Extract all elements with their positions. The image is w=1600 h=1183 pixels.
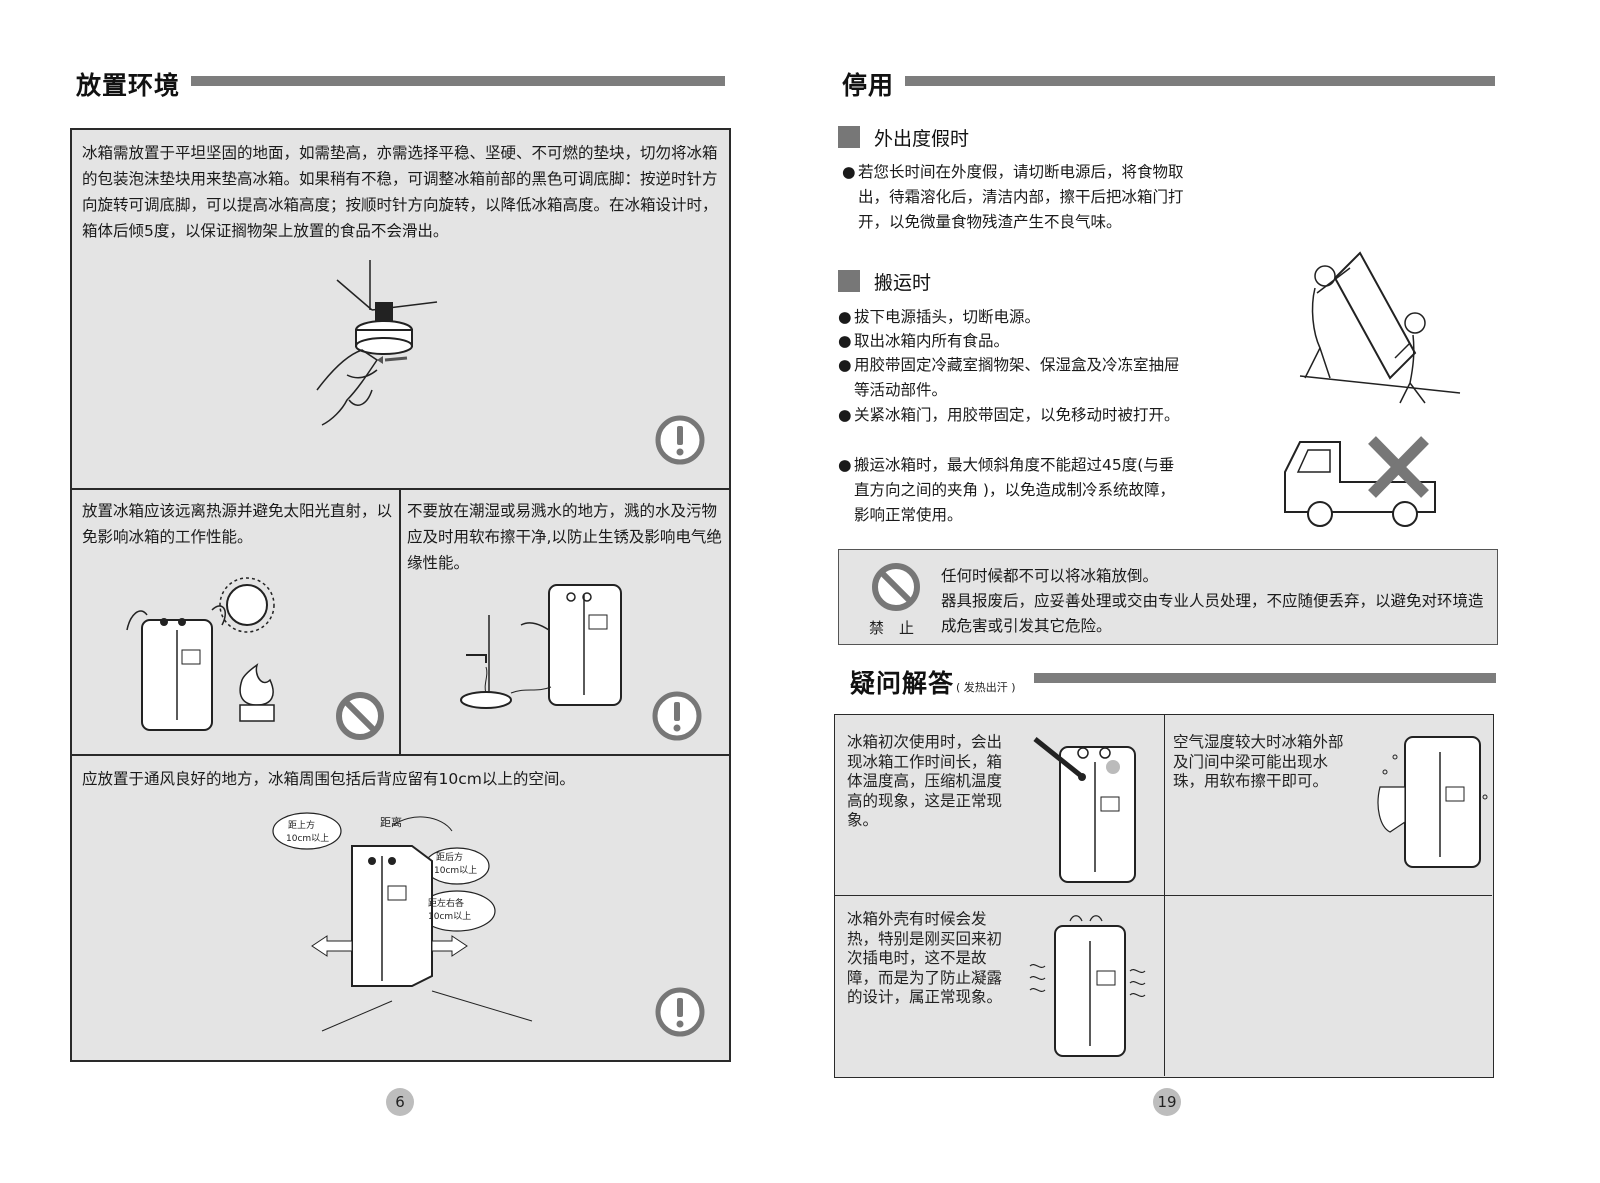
section-marker-icon	[838, 270, 860, 292]
caution-icon	[652, 691, 702, 741]
prohibited-icon	[872, 563, 920, 611]
moving-item-2: 取出冰箱内所有食品。	[854, 332, 1010, 350]
faq-title-bar	[1034, 673, 1496, 683]
panel-mid-left-cell: 放置冰箱应该远离热源并避免太阳光直射，以免影响冰箱的工作性能。	[72, 490, 401, 756]
label-top-distance: 距上方	[288, 821, 316, 831]
clearance-illustration	[272, 812, 533, 1032]
label-top-value: 10cm以上	[286, 834, 330, 844]
prohibit-box: 禁 止 任何时候都不可以将冰箱放倒。 器具报废后，应妥善处理或交由专业人员处理，…	[838, 549, 1498, 645]
faq-subtitle: ( 发热出汗 )	[956, 681, 1016, 694]
faq-panel: 冰箱初次使用时，会出现冰箱工作时间长，箱体温度高，压缩机温度高的现象，这是正常现…	[834, 714, 1494, 1078]
bullet-dot-icon: ●	[838, 308, 852, 326]
moving-item-3: 用胶带固定冷藏室搁物架、保湿盒及冷冻室抽屉等活动部件。	[854, 356, 1180, 399]
bullet-dot-icon: ●	[838, 406, 852, 424]
fridge-sun-illustration	[126, 577, 275, 731]
fridge-condensation-illustration	[1377, 736, 1488, 868]
avoid-heat-text: 放置冰箱应该远离热源并避免太阳光直射，以免影响冰箱的工作性能。	[82, 502, 393, 546]
prohibit-label: 禁 止	[869, 619, 915, 637]
avoid-moisture-text: 不要放在潮湿或易溅水的地方，溅的水及污物应及时用软布擦干净,以防止生锈及影响电气…	[407, 502, 722, 572]
moving-item-1: 拔下电源插头，切断电源。	[854, 308, 1041, 326]
label-distance: 距离	[380, 816, 402, 829]
prohibited-icon	[336, 692, 384, 740]
ventilation-text: 应放置于通风良好的地方，冰箱周围包括后背应留有10cm以上的空间。	[82, 770, 575, 788]
panel-bottom-cell: 应放置于通风良好的地方，冰箱周围包括后背应留有10cm以上的空间。 距上方 10…	[72, 756, 729, 1060]
fridge-warm-illustration	[1029, 915, 1146, 1057]
left-title-bar	[191, 76, 725, 86]
faq-cell-4-empty	[1165, 896, 1492, 1076]
bullet-dot-icon: ●	[838, 356, 852, 374]
faq-text-2: 空气湿度较大时冰箱外部及门间中梁可能出现水珠，用软布擦干即可。	[1173, 733, 1344, 790]
truck-prohibited-illustration	[1284, 436, 1436, 527]
prohibit-line-1: 任何时候都不可以将冰箱放倒。	[941, 567, 1159, 585]
placement-panel: 冰箱需放置于平坦坚固的地面，如需垫高，亦需选择平稳、坚硬、不可燃的垫块，切勿将冰…	[70, 128, 731, 1062]
carrying-fridge-illustration	[1299, 251, 1461, 404]
label-side-value: 10cm以上	[428, 912, 472, 922]
caution-icon	[655, 415, 705, 465]
bullet-dot-icon: ●	[842, 163, 856, 181]
moving-item-5: 搬运冰箱时，最大倾斜角度不能超过45度(与垂直方向之间的夹角 )，以免造成制冷系…	[854, 456, 1175, 524]
faq-title: 疑问解答	[850, 669, 955, 698]
fridge-water-illustration	[460, 584, 622, 709]
faq-text-3: 冰箱外壳有时候会发热，特别是刚买回来初次插电时，这不是故障，而是为了防止凝露的设…	[847, 910, 1003, 1006]
moving-item-4: 关紧冰箱门，用胶带固定，以免移动时被打开。	[854, 406, 1180, 424]
bullet-dot-icon: ●	[838, 456, 852, 474]
right-page-number: 19	[1153, 1088, 1181, 1116]
faq-cell-3: 冰箱外壳有时候会发热，特别是刚买回来初次插电时，这不是故障，而是为了防止凝露的设…	[835, 896, 1165, 1076]
fridge-hot-illustration	[1033, 737, 1136, 883]
panel-top-cell: 冰箱需放置于平坦坚固的地面，如需垫高，亦需选择平稳、坚硬、不可燃的垫块，切勿将冰…	[72, 130, 729, 490]
level-floor-text: 冰箱需放置于平坦坚固的地面，如需垫高，亦需选择平稳、坚硬、不可燃的垫块，切勿将冰…	[82, 144, 718, 240]
panel-mid-right-cell: 不要放在潮湿或易溅水的地方，溅的水及污物应及时用软布擦干净,以防止生锈及影响电气…	[401, 490, 729, 756]
label-side-distance: 距左右各	[428, 899, 465, 909]
right-title-bar	[905, 76, 1495, 86]
moving-heading: 搬运时	[874, 272, 932, 294]
caution-icon	[655, 987, 705, 1037]
faq-cell-2: 空气湿度较大时冰箱外部及门间中梁可能出现水珠，用软布擦干即可。	[1165, 715, 1492, 896]
right-page-title: 停用	[842, 71, 895, 100]
vacation-text: 若您长时间在外度假，请切断电源后，将食物取出，待霜溶化后，清洁内部，擦干后把冰箱…	[858, 163, 1184, 231]
left-page-title: 放置环境	[76, 71, 181, 100]
label-back-distance: 距后方	[436, 853, 464, 863]
adjustable-foot-illustration	[316, 260, 438, 426]
left-page-number: 6	[386, 1088, 414, 1116]
label-back-value: 10cm以上	[434, 866, 478, 876]
prohibit-line-2: 器具报废后，应妥善处理或交由专业人员处理，不应随便丢弃，以避免对环境造成危害或引…	[941, 592, 1484, 635]
bullet-dot-icon: ●	[838, 332, 852, 350]
vacation-heading: 外出度假时	[874, 128, 970, 150]
faq-cell-1: 冰箱初次使用时，会出现冰箱工作时间长，箱体温度高，压缩机温度高的现象，这是正常现…	[835, 715, 1165, 896]
section-marker-icon	[838, 126, 860, 148]
faq-text-1: 冰箱初次使用时，会出现冰箱工作时间长，箱体温度高，压缩机温度高的现象，这是正常现…	[847, 733, 1003, 829]
